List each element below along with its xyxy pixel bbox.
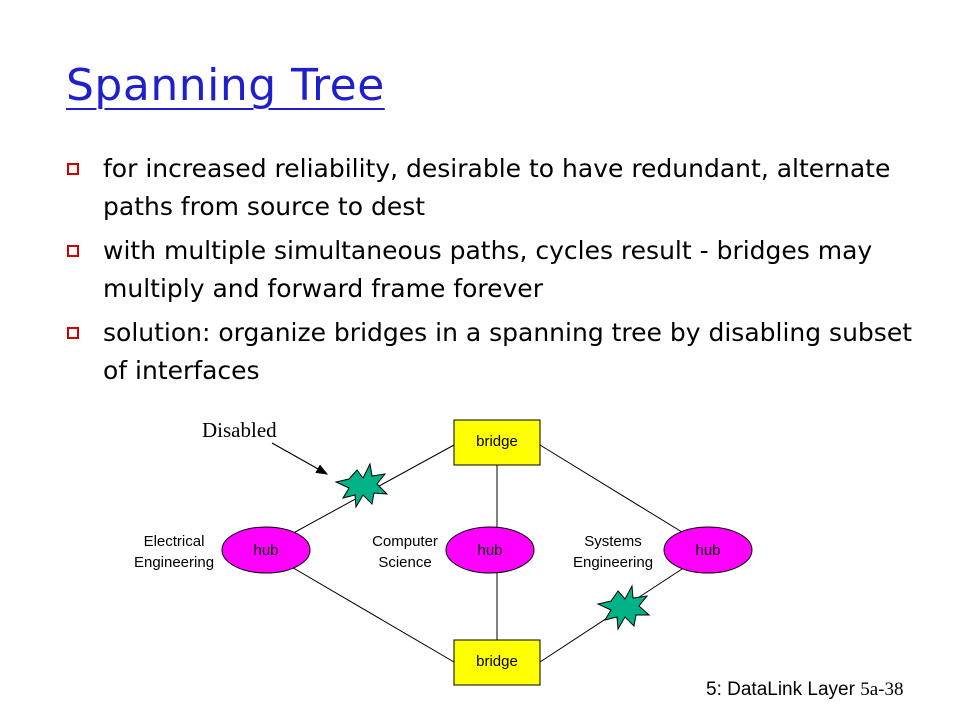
- department-line: Systems: [584, 533, 642, 550]
- bridge-label: bridge: [476, 653, 518, 670]
- hub-electrical-engineering: hub: [221, 526, 311, 574]
- disabled-marker-icon: [596, 584, 651, 631]
- department-label: Electrical Engineering: [134, 533, 214, 571]
- bullet-list: for increased reliability, desirable to …: [66, 150, 926, 396]
- bullet-text: for increased reliability, desirable to …: [103, 154, 891, 221]
- department-line: Engineering: [573, 554, 653, 571]
- disabled-label: Disabled: [202, 418, 277, 442]
- link-hub-ee-bridge-bottom: [265, 551, 455, 663]
- slide-footer: 5: DataLink Layer 5a-38: [706, 679, 903, 701]
- bullet-box-icon: [67, 245, 79, 257]
- bullet-text: with multiple simultaneous paths, cycles…: [103, 236, 873, 303]
- footer-chapter: 5: DataLink Layer: [706, 679, 855, 700]
- department-line: Engineering: [134, 554, 214, 571]
- link-bridge-top-hub-sys: [539, 444, 709, 549]
- hub-label: hub: [253, 542, 278, 559]
- department-label: Computer Science: [372, 533, 438, 571]
- department-line: Science: [378, 554, 431, 571]
- disabled-marker-icon: [334, 462, 389, 509]
- bullet-item: for increased reliability, desirable to …: [66, 150, 926, 226]
- bridge-bottom: bridge: [453, 639, 541, 686]
- bridge-label: bridge: [476, 433, 518, 450]
- bullet-item: solution: organize bridges in a spanning…: [66, 314, 926, 390]
- bullet-text: solution: organize bridges in a spanning…: [103, 318, 913, 385]
- hub-computer-science: hub: [445, 526, 535, 574]
- disabled-arrow: [271, 442, 329, 475]
- bullet-item: with multiple simultaneous paths, cycles…: [66, 232, 926, 308]
- department-line: Computer: [372, 533, 438, 550]
- hub-label: hub: [477, 542, 502, 559]
- department-label: Systems Engineering: [573, 533, 653, 571]
- slide-title: Spanning Tree: [66, 60, 385, 111]
- hub-systems-engineering: hub: [663, 526, 753, 574]
- hub-label: hub: [695, 542, 720, 559]
- department-line: Electrical: [144, 533, 205, 550]
- bullet-box-icon: [67, 327, 79, 339]
- bridge-top: bridge: [453, 419, 541, 466]
- footer-page-number: 5a-38: [860, 679, 904, 700]
- bullet-box-icon: [67, 163, 79, 175]
